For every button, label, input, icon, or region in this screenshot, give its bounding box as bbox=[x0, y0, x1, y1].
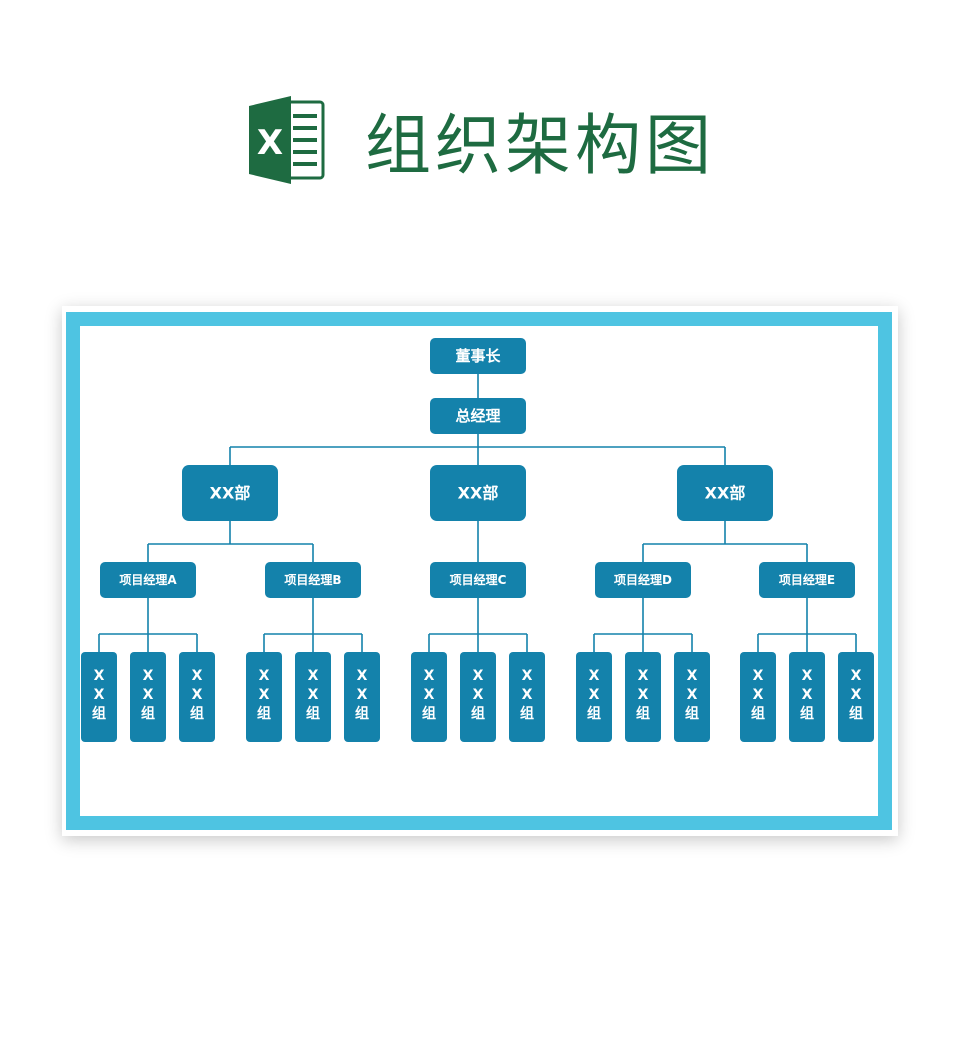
department-1-label: XX部 bbox=[458, 484, 499, 503]
group-2-0-2-box bbox=[674, 652, 710, 742]
manager-0-1-box bbox=[265, 562, 361, 598]
group-2-1-2-box bbox=[838, 652, 874, 742]
page-title: 组织架构图 bbox=[365, 107, 715, 184]
manager-1-0-label: 项目经理C bbox=[450, 572, 507, 587]
excel-logo-letter: X bbox=[257, 123, 283, 163]
department-2-label: XX部 bbox=[705, 484, 746, 503]
manager-2-1-box bbox=[759, 562, 855, 598]
group-1-0-2-box bbox=[509, 652, 545, 742]
general-manager-box bbox=[430, 398, 526, 434]
group-0-1-1-box bbox=[295, 652, 331, 742]
manager-0-1-label: 项目经理B bbox=[284, 572, 341, 587]
manager-0-0-box bbox=[100, 562, 196, 598]
group-2-1-0-box bbox=[740, 652, 776, 742]
excel-logo-icon: X bbox=[249, 96, 325, 184]
group-2-1-1-box bbox=[789, 652, 825, 742]
manager-2-0-label: 项目经理D bbox=[614, 572, 672, 587]
department-0-label: XX部 bbox=[210, 484, 251, 503]
manager-1-0-box bbox=[430, 562, 526, 598]
manager-0-0-label: 项目经理A bbox=[119, 572, 177, 587]
department-1-box bbox=[430, 465, 526, 521]
group-1-0-1-box bbox=[460, 652, 496, 742]
group-0-0-2-box bbox=[179, 652, 215, 742]
page-header: X 组织架构图 bbox=[0, 80, 960, 200]
group-2-0-0-box bbox=[576, 652, 612, 742]
manager-2-0-box bbox=[595, 562, 691, 598]
manager-2-1-label: 项目经理E bbox=[779, 572, 835, 587]
group-1-0-0-box bbox=[411, 652, 447, 742]
department-0-box bbox=[182, 465, 278, 521]
chairman-label: 董事长 bbox=[455, 347, 501, 365]
chairman-box bbox=[430, 338, 526, 374]
group-0-0-1-box bbox=[130, 652, 166, 742]
department-2-box bbox=[677, 465, 773, 521]
group-2-0-1-box bbox=[625, 652, 661, 742]
general-manager-label: 总经理 bbox=[455, 407, 500, 425]
group-0-1-0-box bbox=[246, 652, 282, 742]
group-0-1-2-box bbox=[344, 652, 380, 742]
group-0-0-0-box bbox=[81, 652, 117, 742]
